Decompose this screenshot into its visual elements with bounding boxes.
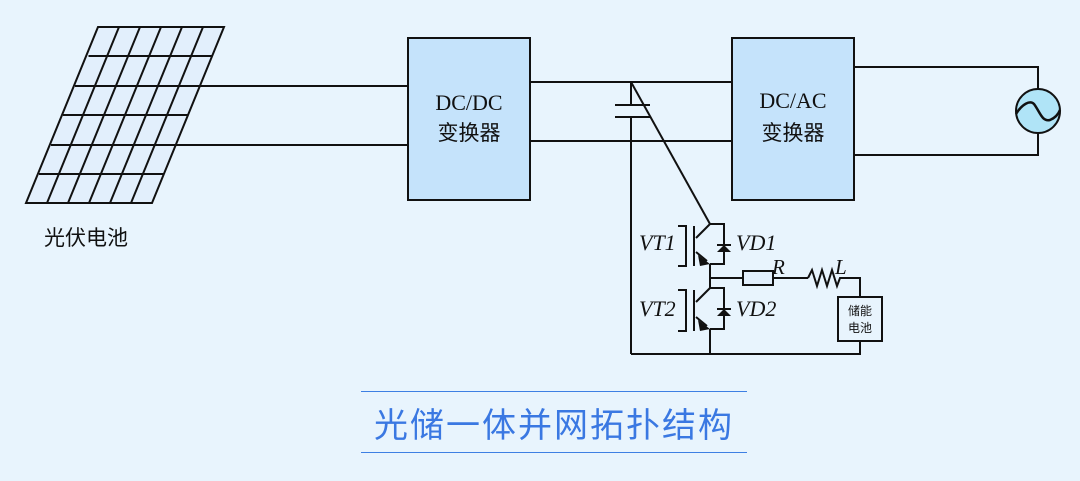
dcdc-converter [407, 37, 531, 201]
resistor-icon [710, 270, 808, 286]
dcdc-label-line2: 变换器 [438, 121, 501, 145]
diagram-title: 光储一体并网拓扑结构 [361, 391, 747, 453]
vd1-label: VD1 [736, 230, 776, 255]
vt2-transistor-icon [678, 287, 711, 354]
inductor-icon [807, 266, 861, 297]
inductor-label: L [834, 255, 847, 279]
ac-output-wires [854, 66, 1039, 156]
pv-output-wires [176, 85, 408, 146]
resistor-label: R [771, 255, 785, 279]
vt2-emitter-arrow [698, 320, 710, 331]
storage-battery-label-line1: 储能 [848, 303, 872, 318]
bus-to-switch-wire [630, 81, 711, 225]
dcac-label-line2: 变换器 [762, 121, 825, 145]
storage-battery-label-line2: 电池 [848, 321, 872, 335]
pv-panel-label: 光伏电池 [44, 226, 128, 250]
dcac-converter [731, 37, 855, 201]
diagram-title-text: 光储一体并网拓扑结构 [374, 405, 734, 446]
dcac-label-line1: DC/AC [759, 88, 826, 113]
return-wire [631, 341, 861, 355]
vd2-label: VD2 [736, 296, 776, 321]
vt1-label: VT1 [639, 230, 676, 255]
solar-panel-icon [24, 26, 226, 204]
dcdc-label-line1: DC/DC [435, 90, 502, 115]
vd1-diode-icon [710, 223, 731, 265]
vd2-diode-icon [710, 287, 731, 330]
vt1-emitter-arrow [698, 255, 710, 266]
vt2-label: VT2 [639, 296, 676, 321]
ac-source-icon [1014, 88, 1062, 134]
